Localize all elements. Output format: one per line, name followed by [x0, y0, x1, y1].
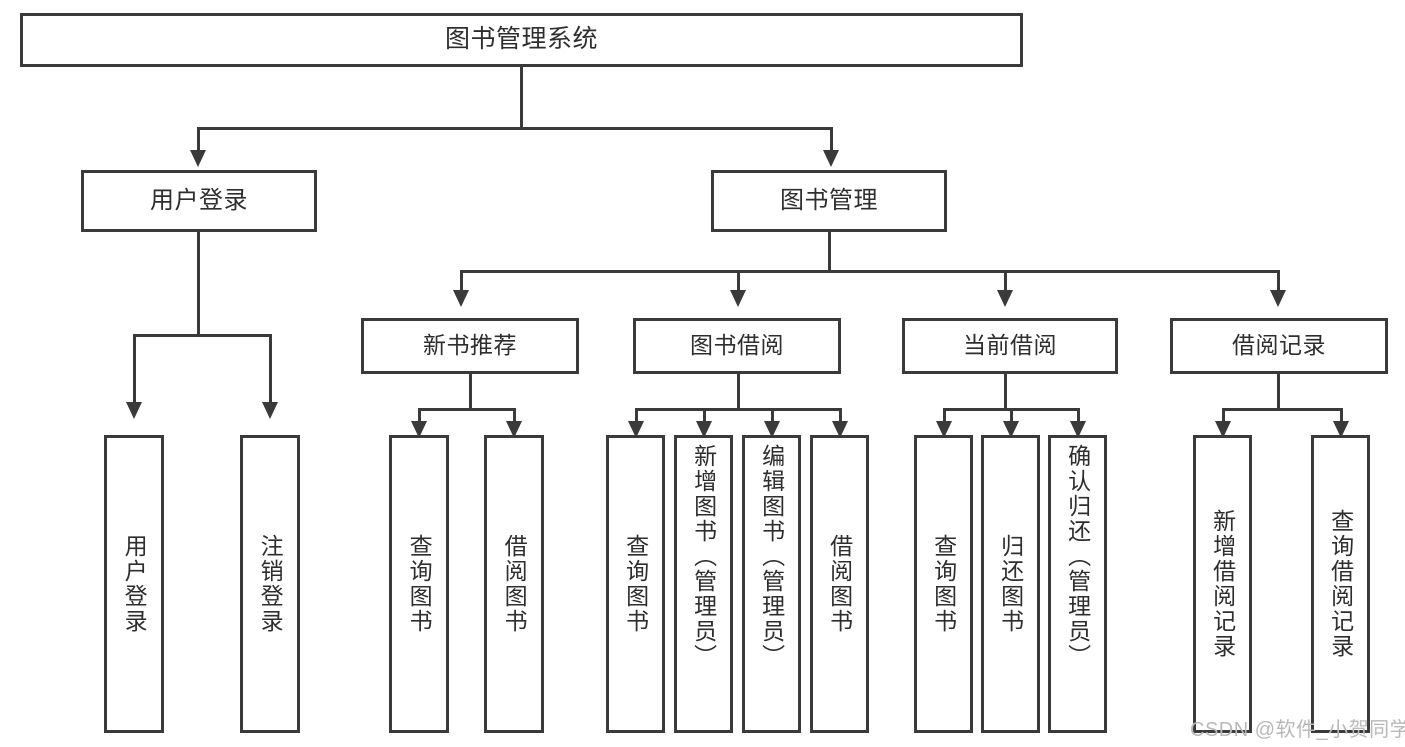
- connector-borrow-record-to-leaf-2: [1340, 408, 1343, 424]
- leaf-edit-book-admin-node[interactable]: 编辑图书（管理员）: [742, 435, 801, 733]
- leaf-query-book-3-node[interactable]: 查询图书: [914, 435, 973, 733]
- leaf-borrow-book-2-label: 借阅图书: [826, 534, 853, 634]
- arrow-current-borrow-to-leaf-2: [1003, 421, 1019, 438]
- user-login-label: 用户登录: [150, 186, 248, 214]
- leaf-query-book-2-label: 查询图书: [622, 534, 649, 634]
- arrow-user-login-to-leaf-2: [262, 402, 278, 419]
- arrow-new-book-to-leaf-2: [506, 421, 522, 438]
- connector-borrow-record-to-leaf-1: [1222, 408, 1225, 424]
- current-borrow-label: 当前借阅: [963, 332, 1057, 359]
- connector-user-login-to-leaf-2: [269, 334, 272, 404]
- connector-root-stem: [520, 67, 523, 128]
- connector-book-borrow-to-leaf-3: [771, 408, 774, 424]
- connector-current-borrow-to-leaf-3: [1077, 408, 1080, 424]
- new-book-recommend-node[interactable]: 新书推荐: [361, 318, 579, 374]
- user-login-node[interactable]: 用户登录: [81, 170, 317, 232]
- leaf-query-book-2-node[interactable]: 查询图书: [606, 435, 665, 733]
- leaf-user-login-node[interactable]: 用户登录: [104, 435, 164, 733]
- book-management-label: 图书管理: [780, 186, 878, 214]
- arrow-bm-to-borrow-record: [1270, 290, 1286, 307]
- arrow-current-borrow-to-leaf-1: [936, 421, 952, 438]
- watermark: CSDN @软件_小贺同学: [1190, 719, 1405, 741]
- leaf-borrow-book-1-node[interactable]: 借阅图书: [484, 435, 544, 733]
- leaf-add-borrow-record-node[interactable]: 新增借阅记录: [1193, 435, 1252, 733]
- arrow-root-to-user-login: [190, 150, 206, 167]
- connector-book-borrow-to-leaf-4: [839, 408, 842, 424]
- arrow-root-to-book-management: [823, 150, 839, 167]
- current-borrow-node[interactable]: 当前借阅: [902, 318, 1118, 374]
- connector-bm-to-new-book: [460, 270, 463, 292]
- connector-book-borrow-stem: [737, 374, 740, 410]
- arrow-borrow-record-to-leaf-1: [1215, 421, 1231, 438]
- leaf-query-book-1-node[interactable]: 查询图书: [389, 435, 449, 733]
- connector-current-borrow-to-leaf-1: [943, 408, 946, 424]
- leaf-add-book-admin-label: 新增图书（管理员）: [690, 444, 717, 669]
- leaf-logout-login-label: 注销登录: [257, 534, 284, 634]
- leaf-query-borrow-record-node[interactable]: 查询借阅记录: [1311, 435, 1370, 733]
- arrow-bm-to-new-book: [453, 290, 469, 307]
- connector-root-to-book-management: [830, 127, 833, 152]
- connector-new-book-to-leaf-1: [418, 408, 421, 424]
- book-borrow-label: 图书借阅: [690, 332, 784, 359]
- connector-current-borrow-to-leaf-2: [1010, 408, 1013, 424]
- connector-new-book-to-leaf-2: [513, 408, 516, 424]
- arrow-borrow-record-to-leaf-2: [1333, 421, 1349, 438]
- arrow-book-borrow-to-leaf-2: [696, 421, 712, 438]
- connector-root-bus: [197, 127, 833, 130]
- leaf-borrow-book-2-node[interactable]: 借阅图书: [810, 435, 869, 733]
- connector-book-management-bus: [460, 270, 1280, 273]
- connector-bm-to-current-borrow: [1004, 270, 1007, 292]
- arrow-book-borrow-to-leaf-3: [764, 421, 780, 438]
- leaf-query-book-1-label: 查询图书: [406, 534, 433, 634]
- connector-borrow-record-stem: [1277, 374, 1280, 410]
- root-node[interactable]: 图书管理系统: [20, 13, 1023, 67]
- connector-new-book-stem: [469, 374, 472, 410]
- leaf-confirm-return-admin-node[interactable]: 确认归还（管理员）: [1048, 435, 1107, 733]
- connector-book-borrow-to-leaf-1: [635, 408, 638, 424]
- leaf-query-book-3-label: 查询图书: [930, 534, 957, 634]
- arrow-bm-to-current-borrow: [997, 290, 1013, 307]
- connector-book-borrow-bus: [635, 408, 841, 411]
- leaf-add-borrow-record-label: 新增借阅记录: [1209, 509, 1236, 659]
- connector-borrow-record-bus: [1222, 408, 1342, 411]
- arrow-new-book-to-leaf-1: [411, 421, 427, 438]
- connector-bm-to-book-borrow: [737, 270, 740, 292]
- new-book-recommend-label: 新书推荐: [423, 332, 517, 359]
- connector-current-borrow-stem: [1004, 374, 1007, 410]
- arrow-user-login-to-leaf-1: [126, 402, 142, 419]
- connector-root-to-user-login: [197, 127, 200, 152]
- leaf-add-book-admin-node[interactable]: 新增图书（管理员）: [674, 435, 733, 733]
- arrow-current-borrow-to-leaf-3: [1070, 421, 1086, 438]
- arrow-book-borrow-to-leaf-1: [628, 421, 644, 438]
- connector-book-borrow-to-leaf-2: [703, 408, 706, 424]
- leaf-return-book-node[interactable]: 归还图书: [981, 435, 1040, 733]
- connector-user-login-bus: [133, 334, 272, 337]
- connector-new-book-bus: [418, 408, 516, 411]
- leaf-return-book-label: 归还图书: [997, 534, 1024, 634]
- connector-user-login-stem: [197, 232, 200, 336]
- leaf-user-login-label: 用户登录: [121, 534, 148, 634]
- borrow-record-label: 借阅记录: [1232, 332, 1326, 359]
- leaf-edit-book-admin-label: 编辑图书（管理员）: [758, 444, 785, 669]
- leaf-confirm-return-admin-label: 确认归还（管理员）: [1064, 444, 1091, 669]
- connector-bm-to-borrow-record: [1277, 270, 1280, 292]
- book-borrow-node[interactable]: 图书借阅: [633, 318, 841, 374]
- leaf-query-borrow-record-label: 查询借阅记录: [1327, 509, 1354, 659]
- root-node-label: 图书管理系统: [444, 25, 598, 54]
- connector-user-login-to-leaf-1: [133, 334, 136, 404]
- arrow-book-borrow-to-leaf-4: [832, 421, 848, 438]
- leaf-borrow-book-1-label: 借阅图书: [501, 534, 528, 634]
- arrow-bm-to-book-borrow: [730, 290, 746, 307]
- borrow-record-node[interactable]: 借阅记录: [1170, 318, 1388, 374]
- leaf-logout-login-node[interactable]: 注销登录: [240, 435, 300, 733]
- book-management-node[interactable]: 图书管理: [711, 170, 947, 232]
- connector-book-management-stem: [828, 232, 831, 273]
